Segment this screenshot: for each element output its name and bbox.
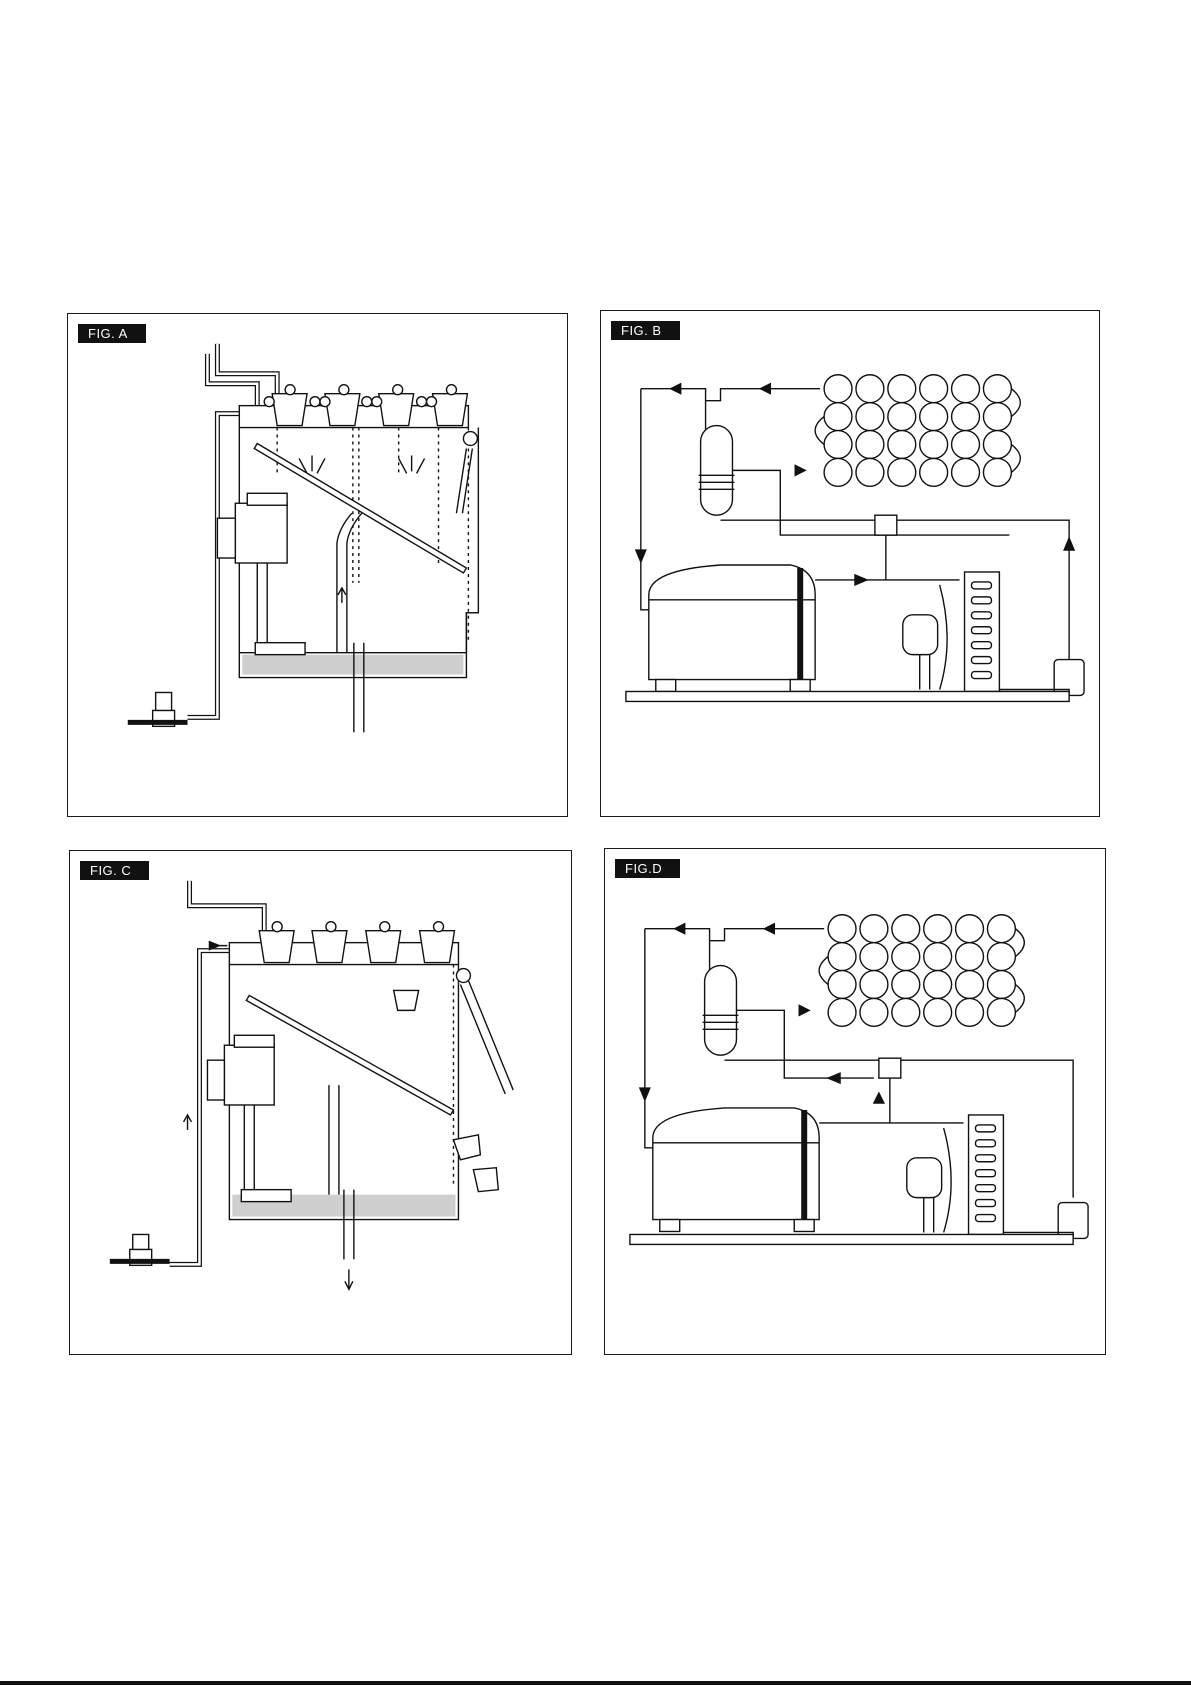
fig-c-label: FIG. C [80,861,149,880]
fig-b-label: FIG. B [611,321,680,340]
fig-c-harvest-diagram [70,851,571,1354]
fig-b-panel: FIG. B [600,310,1100,817]
fig-a-panel: FIG. A [67,313,568,817]
condenser-fins [972,582,992,679]
fig-c-panel: FIG. C [69,850,572,1355]
fig-d-panel: FIG.D [604,848,1106,1355]
condenser-coils [824,375,1011,487]
condenser-coils [828,915,1015,1027]
fig-d-label: FIG.D [615,859,680,878]
fig-a-icemaker-diagram [68,314,567,816]
fig-b-refrigeration-diagram [601,311,1099,816]
fig-d-refrigeration-diagram [605,849,1105,1354]
fig-a-label: FIG. A [78,324,146,343]
page-bottom-rule [0,1681,1191,1685]
